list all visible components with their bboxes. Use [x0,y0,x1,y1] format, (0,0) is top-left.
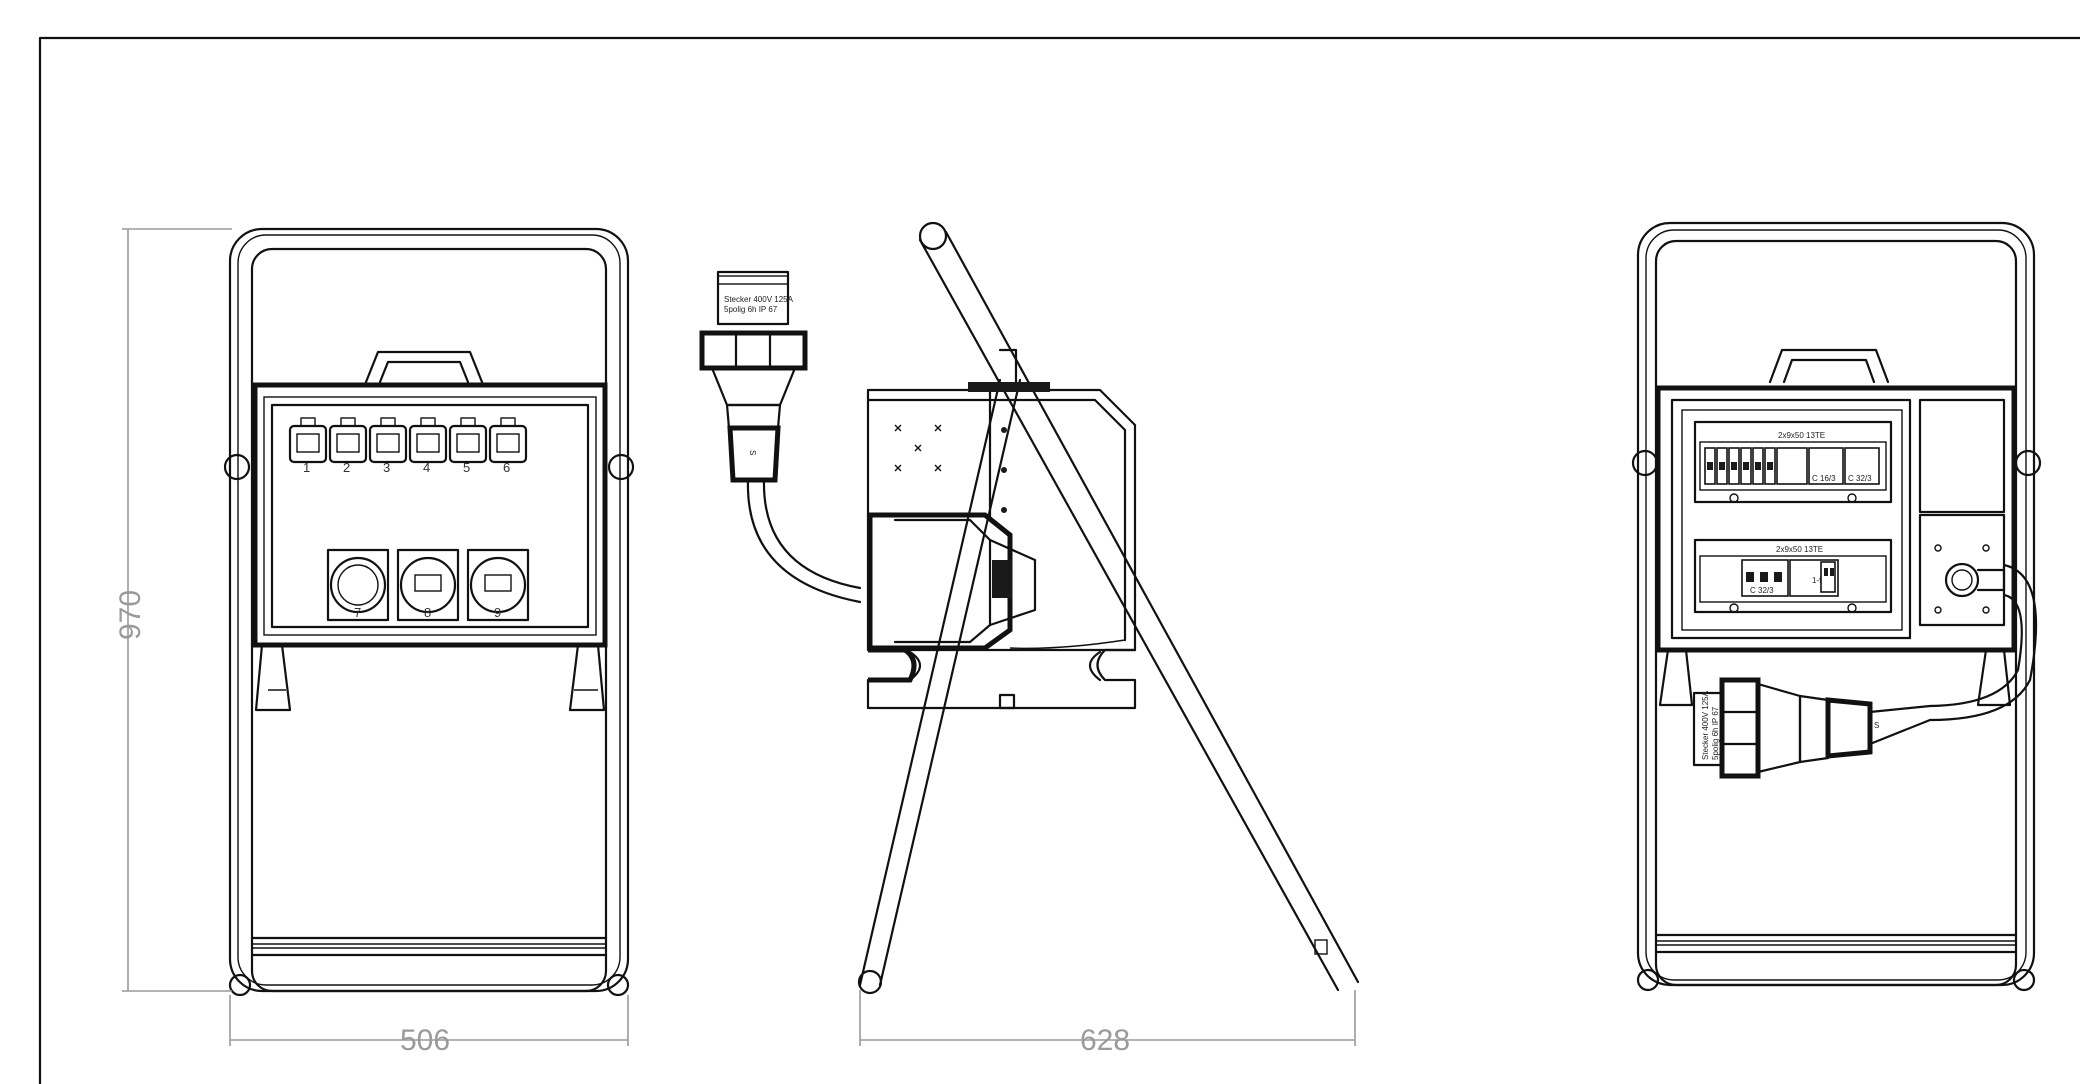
socket-6 [488,417,528,464]
top-breaker-row [1704,447,1880,485]
socket-number-2: 2 [343,460,350,475]
rear-plug-label-2: 5polig 6h IP 67 [1711,706,1720,760]
socket-2 [328,417,368,464]
rail-bottom-label: 2x9x50 13TE [1776,545,1823,554]
rear-distribution-panel: 2x9x50 13TE C 16/3 C 32/3 2x9x50 13TE [1693,420,1893,614]
breaker-c32-bottom-label: C 32/3 [1750,586,1774,595]
dimension-width-side-label: 628 [1080,1024,1130,1057]
dimension-height-label: 970 [114,590,147,640]
socket-number-5: 5 [463,460,470,475]
socket-number-1: 1 [303,460,310,475]
front-cee-sockets: 7 8 9 [326,548,530,622]
socket-4 [408,417,448,464]
cee-socket-7 [326,548,390,622]
cee-socket-8 [396,548,460,622]
socket-number-7: 7 [354,605,361,620]
rear-plug-band-text: S [1874,721,1879,730]
socket-number-8: 8 [424,605,431,620]
side-plug-label-2: 5polig 6h IP 67 [724,305,778,314]
side-plug-label-1: Stecker 400V 125A [724,295,794,304]
rear-plug-label-1: Stecker 400V 125A [1701,690,1710,760]
rear-input-housing [1918,513,2038,722]
socket-number-4: 4 [423,460,430,475]
dimension-width-side: 628 [859,990,1356,1057]
breaker-c16-label: C 16/3 [1812,474,1836,483]
socket-5 [448,417,488,464]
socket-1 [288,417,328,464]
front-view [223,227,635,997]
rcd-label: 1-9 [1812,576,1824,585]
dimension-width-front-label: 506 [400,1024,450,1057]
side-view [857,221,1360,995]
dimension-height: 970 [114,228,232,992]
socket-number-6: 6 [503,460,510,475]
drawing-frame [38,36,2080,1084]
dimension-width-front: 506 [229,995,629,1057]
rear-plug: Stecker 400V 125A 5polig 6h IP 67 S [1692,677,1932,779]
socket-number-3: 3 [383,460,390,475]
socket-3 [368,417,408,464]
side-plug: Stecker 400V 125A 5polig 6h IP 67 S [699,270,862,604]
socket-number-9: 9 [494,605,501,620]
cee-socket-9 [466,548,530,622]
breaker-c32-top-label: C 32/3 [1848,474,1872,483]
front-socket-row: 1 2 3 4 5 6 [288,417,528,475]
side-plug-band-text: S [748,450,757,455]
rail-top-label: 2x9x50 13TE [1778,431,1825,440]
